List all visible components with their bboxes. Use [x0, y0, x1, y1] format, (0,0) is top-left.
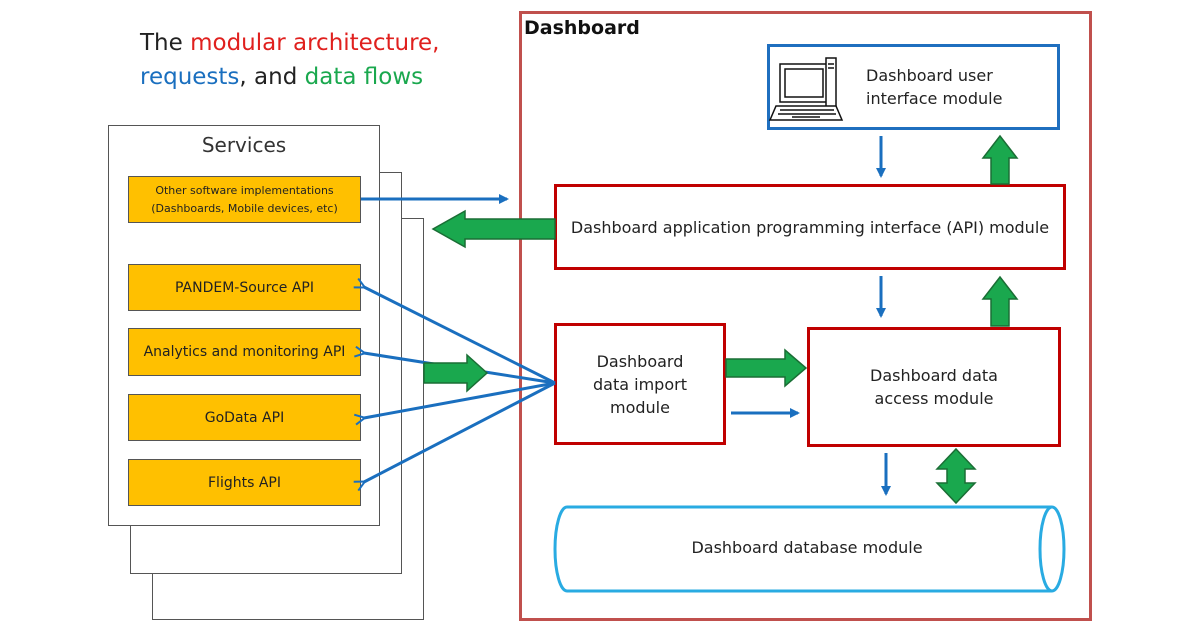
- title-requests: requests: [140, 64, 240, 90]
- api-module-label: Dashboard application programming interf…: [570, 217, 1050, 237]
- data-flow-access-to-api: [981, 275, 1019, 327]
- diagram-title-line-1: The modular architecture,: [140, 30, 439, 56]
- data-flow-access-database: [935, 447, 977, 505]
- service-flights-api: Flights API: [128, 459, 361, 506]
- services-title: Services: [201, 133, 287, 157]
- service-godata-api: GoData API: [128, 394, 361, 441]
- data-flow-arrows: [423, 134, 1019, 505]
- data-access-module: Dashboard data access module: [807, 327, 1061, 447]
- data-access-module-label: Dashboard data access module: [870, 366, 998, 408]
- ui-module-label: Dashboard user interface module: [866, 66, 1003, 108]
- diagram-title-line-2: requests, and data flows: [140, 64, 423, 90]
- data-flow-services-to-import: [423, 353, 489, 393]
- service-request-lines: [364, 287, 556, 482]
- request-line-flights: [364, 381, 556, 482]
- title-modular-architecture: modular architecture,: [190, 30, 440, 56]
- data-flow-import-to-access: [725, 348, 808, 388]
- data-import-module: Dashboard data import module: [554, 323, 726, 445]
- request-line-godata: [364, 381, 556, 418]
- computer-icon: [768, 57, 844, 121]
- data-flow-api-to-other: [431, 209, 556, 249]
- service-other-software: Other software implementations (Dashboar…: [128, 176, 361, 223]
- request-line-pandem: [364, 287, 556, 385]
- title-data-flows: data flows: [304, 64, 424, 90]
- title-prefix: The: [140, 30, 191, 56]
- api-module: Dashboard application programming interf…: [554, 184, 1066, 270]
- service-analytics-monitoring-api: Analytics and monitoring API: [128, 328, 361, 376]
- database-module: [553, 505, 1066, 593]
- data-flow-api-to-ui: [981, 134, 1019, 185]
- request-arrows: [361, 136, 891, 496]
- data-import-module-label: Dashboard data import module: [593, 351, 687, 417]
- dashboard-label: Dashboard: [524, 17, 640, 39]
- database-module-label: Dashboard database module: [691, 538, 923, 557]
- title-and: , and: [239, 64, 305, 90]
- dashboard-frame: [519, 11, 1092, 621]
